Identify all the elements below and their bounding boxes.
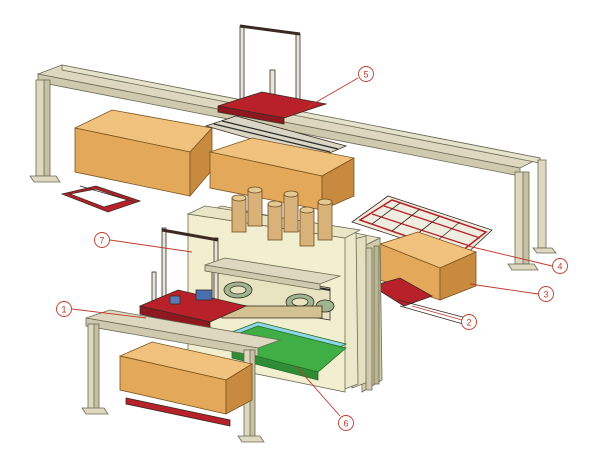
callout-label-7: 7 bbox=[99, 236, 104, 246]
callout-label-5: 5 bbox=[363, 70, 368, 80]
callout-label-3: 3 bbox=[543, 290, 548, 300]
top-carriage-5 bbox=[204, 24, 348, 159]
callout-label-2: 2 bbox=[466, 318, 471, 328]
feed-rail-2 bbox=[371, 277, 475, 327]
back-left-wood-stack bbox=[73, 109, 213, 198]
callout-4: 4 bbox=[552, 258, 568, 274]
callout-6: 6 bbox=[338, 415, 354, 431]
callout-7: 7 bbox=[94, 232, 110, 248]
callout-label-1: 1 bbox=[61, 305, 66, 315]
front-gantry-frame-1 bbox=[81, 309, 282, 443]
callout-label-4: 4 bbox=[557, 262, 562, 272]
front-wood-stack bbox=[118, 341, 254, 427]
callout-label-6: 6 bbox=[343, 419, 348, 429]
callouts bbox=[71, 77, 553, 417]
callout-1: 1 bbox=[56, 301, 72, 317]
callout-5: 5 bbox=[358, 66, 374, 82]
feeder-box-3 bbox=[378, 231, 478, 301]
press-cylinders bbox=[231, 186, 333, 247]
front-carriage-7 bbox=[138, 227, 342, 331]
back-left-floor-frame bbox=[60, 185, 142, 213]
callout-3: 3 bbox=[538, 286, 554, 302]
callout-2: 2 bbox=[461, 314, 477, 330]
